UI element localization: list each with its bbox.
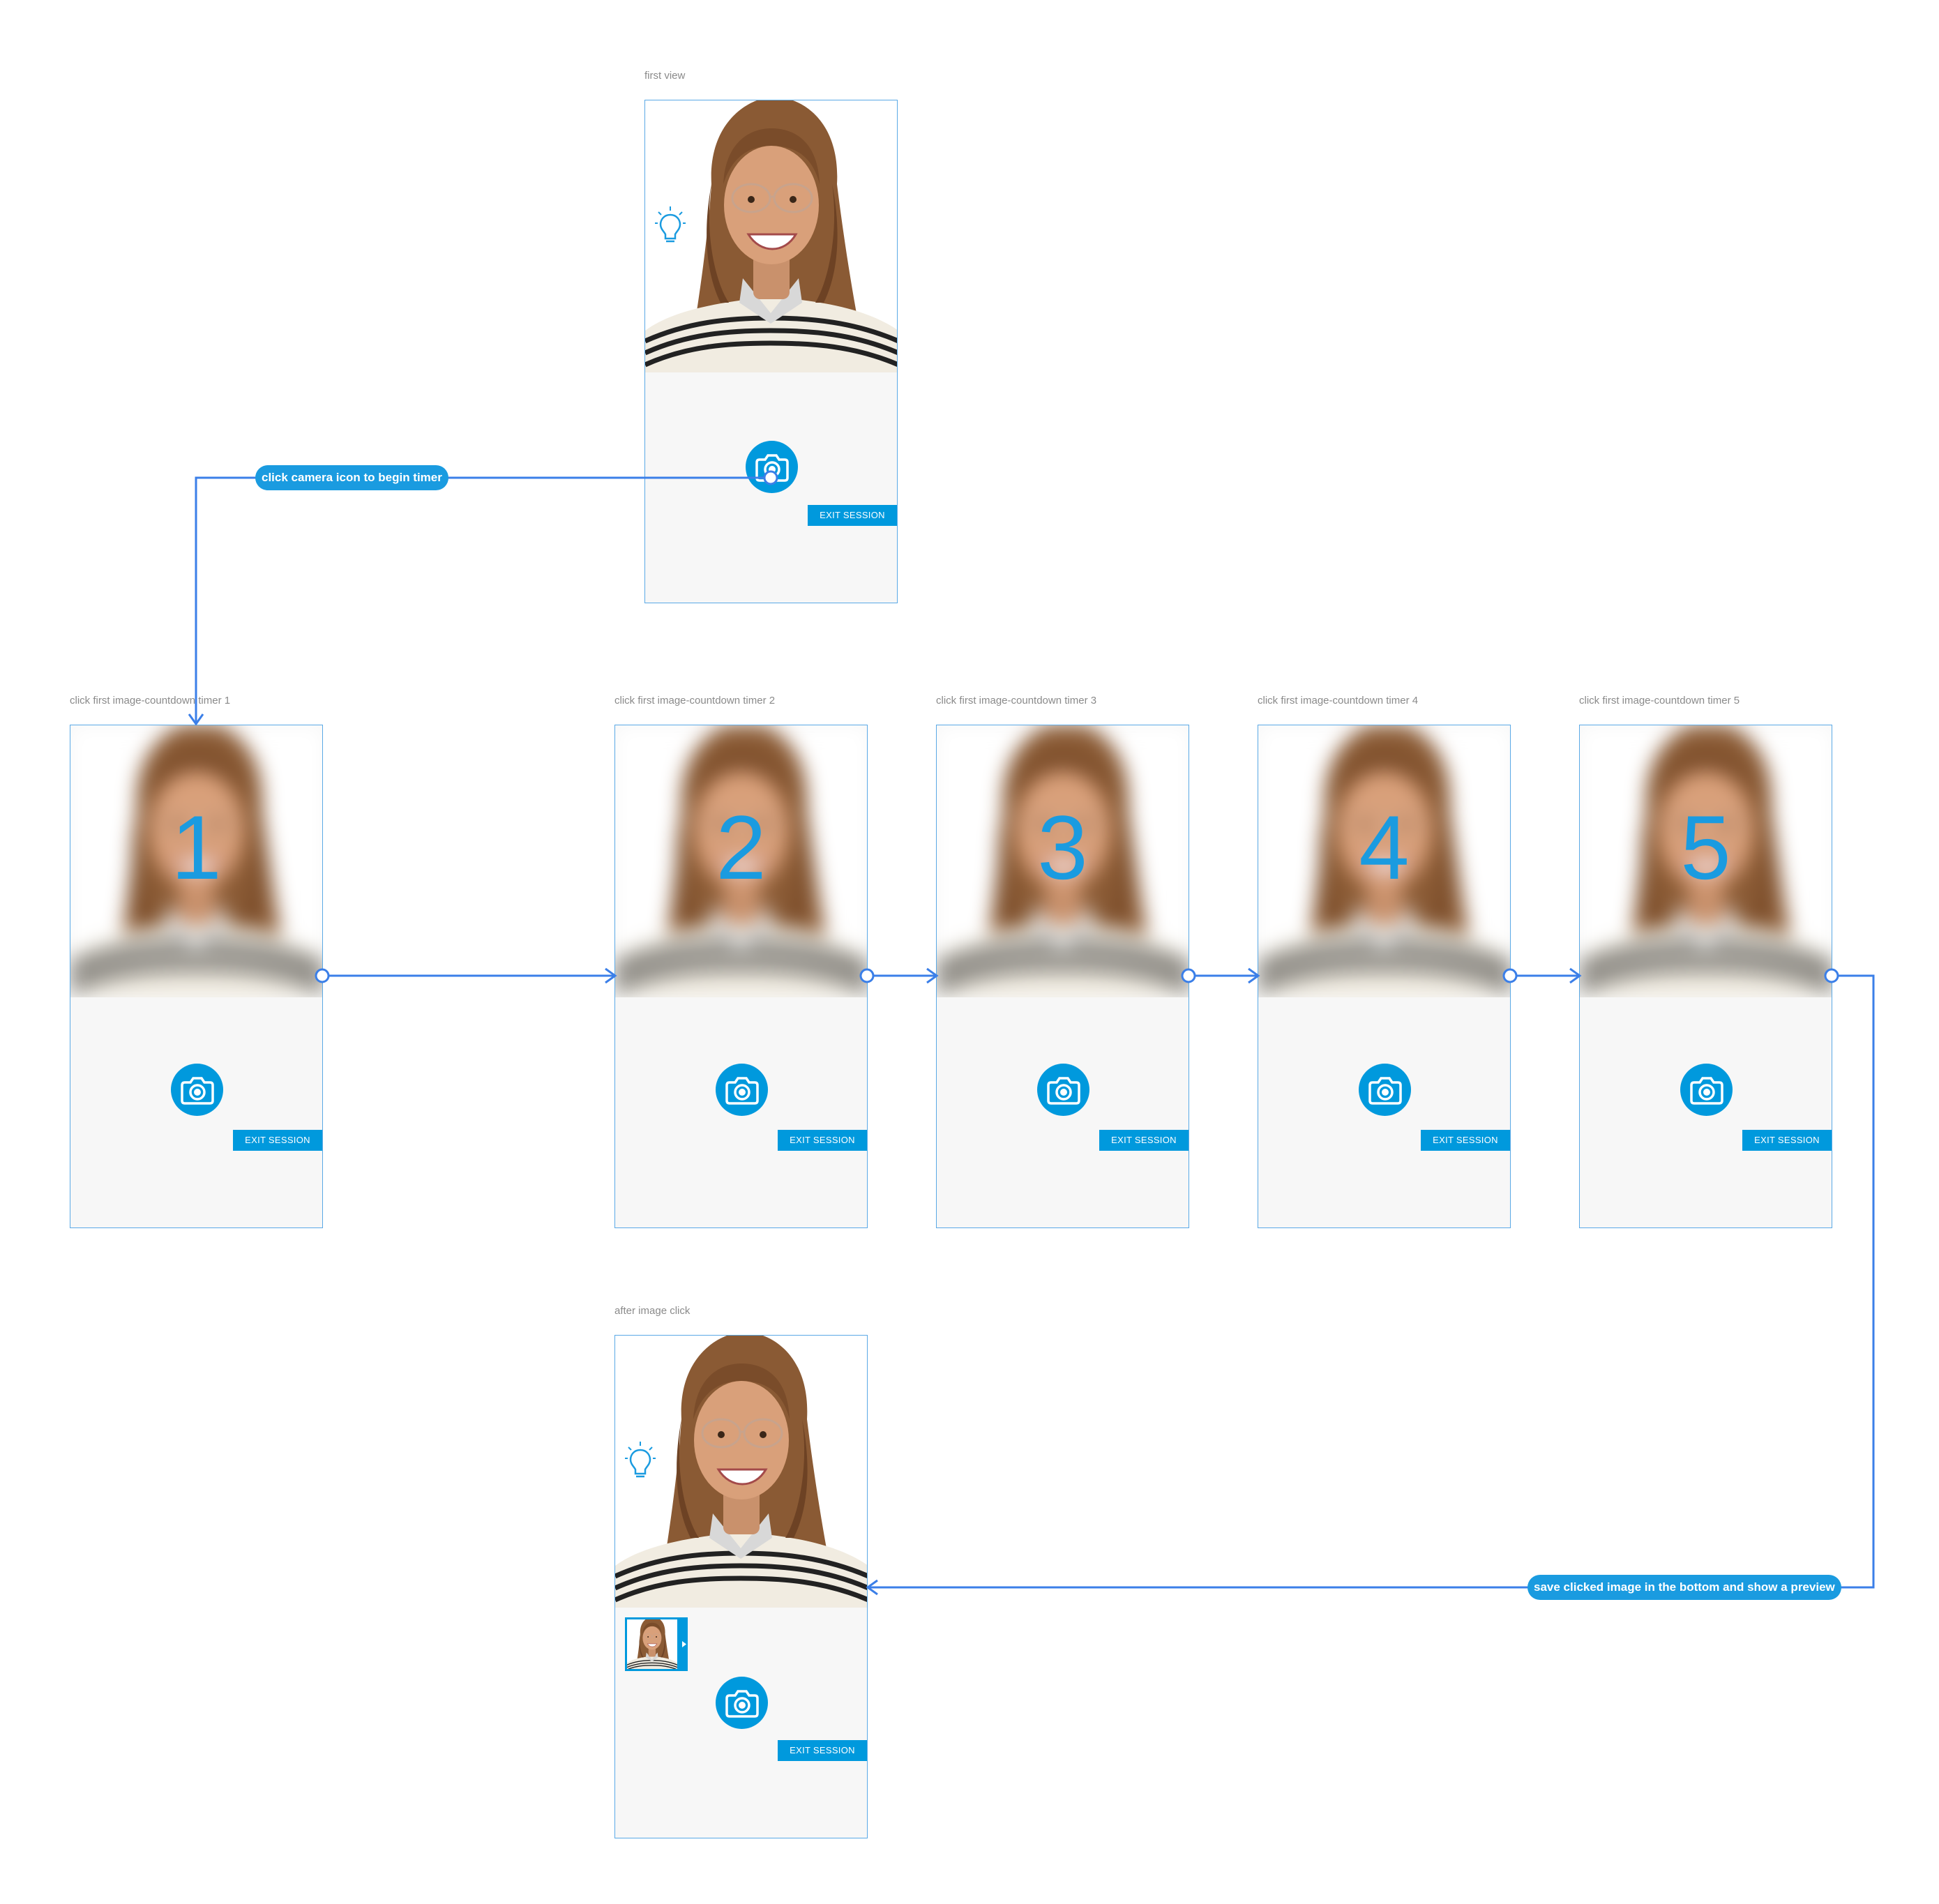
frame-after-click: EXIT SESSION [614,1335,868,1838]
frame-label-timer-5: click first image-countdown timer 5 [1579,695,1740,707]
connector-anchor [1181,968,1196,983]
exit-session-button[interactable]: EXIT SESSION [1421,1130,1510,1151]
annotation-begin-timer: click camera icon to begin timer [255,465,448,490]
connector-anchor [763,470,778,485]
connector-anchor [1502,968,1518,983]
preview-arrow-icon [682,1641,686,1647]
frame-label-after-click: after image click [614,1305,691,1317]
connector-anchor [315,968,330,983]
exit-session-button[interactable]: EXIT SESSION [808,505,897,526]
camera-button[interactable] [171,1064,223,1116]
countdown-number: 4 [1359,796,1410,898]
exit-session-button[interactable]: EXIT SESSION [778,1130,867,1151]
camera-button[interactable] [716,1064,768,1116]
connector-start [195,476,771,723]
camera-button[interactable] [716,1677,768,1729]
frame-timer-1: 1 EXIT SESSION [70,725,323,1228]
frame-label-timer-1: click first image-countdown timer 1 [70,695,231,707]
captured-image-preview[interactable] [625,1617,688,1671]
frame-label-first-view: first view [644,70,686,82]
exit-session-button[interactable]: EXIT SESSION [1742,1130,1832,1151]
connector-end [869,974,1875,1589]
frame-timer-5: 5 EXIT SESSION [1579,725,1832,1228]
exit-session-button[interactable]: EXIT SESSION [778,1740,867,1761]
annotation-save-preview: save clicked image in the bottom and sho… [1527,1575,1841,1600]
exit-session-button[interactable]: EXIT SESSION [1099,1130,1189,1151]
exit-session-button[interactable]: EXIT SESSION [233,1130,322,1151]
camera-button[interactable] [1037,1064,1089,1116]
frame-timer-4: 4 EXIT SESSION [1258,725,1511,1228]
countdown-number: 3 [1037,796,1088,898]
frame-first-view: EXIT SESSION [644,100,898,603]
frame-timer-2: 2 EXIT SESSION [614,725,868,1228]
frame-label-timer-3: click first image-countdown timer 3 [936,695,1097,707]
camera-button[interactable] [1680,1064,1733,1116]
frame-label-timer-4: click first image-countdown timer 4 [1258,695,1419,707]
countdown-number: 1 [171,796,222,898]
connector-anchor [859,968,875,983]
countdown-number: 2 [716,796,767,898]
frame-timer-3: 3 EXIT SESSION [936,725,1189,1228]
camera-button[interactable] [1359,1064,1411,1116]
connector-anchor [1824,968,1839,983]
countdown-number: 5 [1680,796,1731,898]
frame-label-timer-2: click first image-countdown timer 2 [614,695,776,707]
